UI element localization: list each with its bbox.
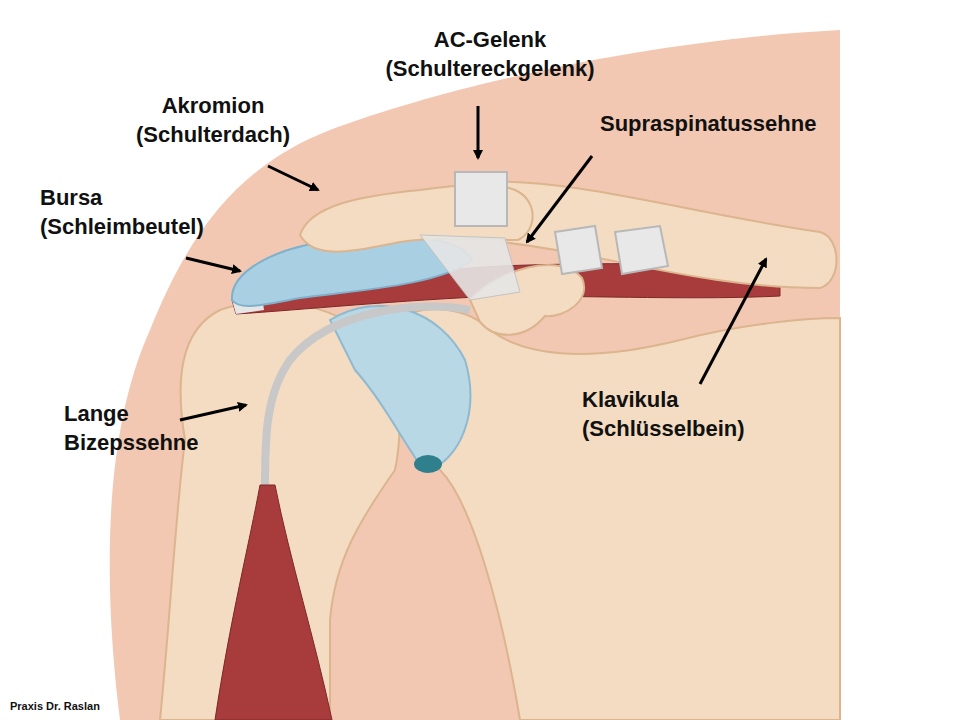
part-label: Klavikula (Schlüsselbein) xyxy=(582,386,745,443)
skin xyxy=(110,30,840,720)
glenoid-spot xyxy=(414,455,442,473)
part-label: Bursa (Schleimbeutel) xyxy=(40,184,204,241)
leader-arrow xyxy=(186,258,240,271)
coracoacromial-ligament xyxy=(420,235,520,300)
leader-arrow xyxy=(477,106,480,158)
part-label: AC-Gelenk (Schultereckgelenk) xyxy=(385,26,594,83)
coracoclavicular-ligament xyxy=(615,226,668,274)
coracoclavicular-ligament xyxy=(555,226,602,274)
ac-ligament xyxy=(455,172,507,226)
watermark: Praxis Dr. Raslan xyxy=(10,700,100,713)
part-label: Lange Bizepssehne xyxy=(64,400,198,457)
leader-arrow xyxy=(180,405,246,420)
leader-arrow xyxy=(700,259,766,384)
clavicle xyxy=(490,182,837,288)
part-label: Akromion (Schulterdach) xyxy=(136,92,290,149)
glenoid-labrum xyxy=(330,306,470,472)
leader-arrow xyxy=(268,166,318,190)
biceps-tendon xyxy=(265,307,470,490)
leader-arrow xyxy=(527,156,592,242)
biceps-muscle xyxy=(215,485,332,720)
part-label: Supraspinatussehne xyxy=(600,110,816,139)
